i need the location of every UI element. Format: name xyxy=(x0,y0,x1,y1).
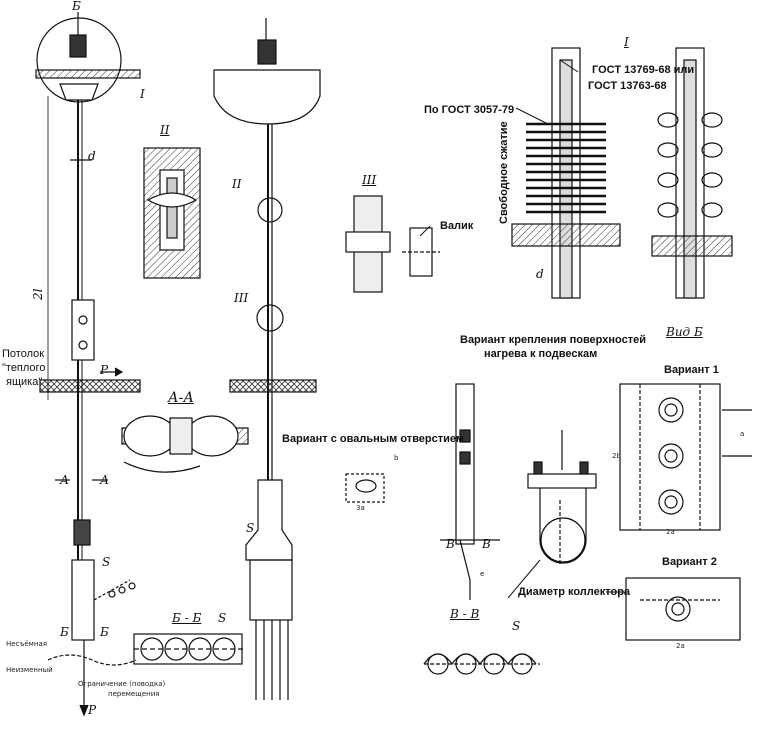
mark-s-vv: S xyxy=(512,619,521,633)
variant-2-label: Вариант 2 xyxy=(662,556,717,568)
dim-e: e xyxy=(480,570,485,578)
mark-s-mid: S xyxy=(246,521,255,535)
leader-lines xyxy=(419,59,626,599)
attach-variant-label-1: Вариант крепления поверхностей xyxy=(460,334,646,346)
collector-clamp xyxy=(527,430,597,566)
turnbuckle xyxy=(71,299,95,361)
section-vv xyxy=(423,653,540,675)
mark-detail-ii-header: II xyxy=(160,123,170,137)
detail-ii-marker xyxy=(257,197,283,223)
mark-p-top: P xyxy=(100,363,109,377)
warm-box-ceiling xyxy=(39,379,141,393)
roller-label: Валик xyxy=(440,220,474,232)
mark-section-aa: А-А xyxy=(168,390,194,406)
variant-1-drawing xyxy=(619,383,752,531)
tiny-note-4: перемещения xyxy=(108,690,160,698)
ceiling-label-line-2: "теплого xyxy=(2,362,46,374)
gost-spring-label: По ГОСТ 3057-79 xyxy=(424,104,515,116)
mark-v-left: В xyxy=(446,537,455,551)
middle-hanger xyxy=(213,18,321,700)
mark-b-low-right: Б xyxy=(100,625,109,639)
spring-detail xyxy=(511,47,733,299)
oval-hole-variant xyxy=(345,383,500,600)
dim-a: a xyxy=(740,430,745,438)
detail-ii xyxy=(143,147,201,279)
mark-b-low-left: Б xyxy=(60,625,69,639)
detail-iii-marker xyxy=(256,304,284,332)
dim-b: b xyxy=(394,454,399,462)
middle-plate xyxy=(249,559,293,621)
dim-3a: 3a xyxy=(356,504,365,512)
lower-plate xyxy=(71,559,95,641)
mark-h-length: 2l xyxy=(31,288,45,300)
section-aa xyxy=(121,415,249,473)
dim-2a: 2a xyxy=(666,528,675,536)
tiny-note-3: Ограничение (поводка) xyxy=(78,680,166,688)
oval-hole-label: Вариант с овальным отверстием xyxy=(282,433,465,445)
mark-section-bb: Б - Б xyxy=(172,611,202,625)
tiny-note-1: Несъёмная xyxy=(6,640,48,648)
pipe-cap xyxy=(213,69,321,125)
clamp xyxy=(73,519,91,546)
attach-variant-label-2: нагрева к подвескам xyxy=(484,348,598,360)
variant-1-label: Вариант 1 xyxy=(664,364,719,376)
mark-d-pipe: d xyxy=(88,149,96,163)
mark-s-bb: S xyxy=(218,611,227,625)
mark-p-bottom: P xyxy=(88,703,97,717)
mark-detail-iii-header: III xyxy=(362,173,377,187)
mark-section-vv: В - В xyxy=(450,607,480,621)
ceiling-label-line-1: Потолок xyxy=(2,348,45,360)
free-compression-label: Свободное сжатие xyxy=(498,121,510,224)
mark-detail-i-right: I xyxy=(624,35,629,49)
mark-a-left: А xyxy=(60,473,70,487)
dim-2a-low: 2a xyxy=(676,642,685,650)
detail-b-callout xyxy=(36,17,122,103)
mark-b-top: Б xyxy=(72,0,81,13)
mark-detail-i-left: I xyxy=(140,87,145,101)
view-b-label: Вид Б xyxy=(666,325,703,339)
dim-2b: 2b xyxy=(612,452,621,460)
left-hanger xyxy=(35,12,141,717)
collector-diameter-label: Диаметр коллектора xyxy=(518,586,631,598)
mark-detail-ii-mid: II xyxy=(232,177,242,191)
tiny-note-2: Неизменный xyxy=(6,666,53,674)
top-bracket xyxy=(59,83,99,101)
variant-2-drawing xyxy=(625,577,741,641)
mark-a-right: А xyxy=(100,473,110,487)
gost-tube-label-2: ГОСТ 13763-68 xyxy=(588,80,667,92)
top-nut xyxy=(69,34,87,58)
section-bb xyxy=(133,633,244,665)
ceiling-label-line-3: ящика" xyxy=(6,376,43,388)
mark-s-lo: S xyxy=(102,555,111,569)
detail-iii xyxy=(345,195,440,293)
mark-detail-iii-mid: III xyxy=(234,291,249,305)
mark-v-right: В xyxy=(482,537,491,551)
top-beam xyxy=(35,69,141,79)
mark-d-rod: d xyxy=(536,267,544,281)
gost-tube-label: ГОСТ 13769-68 или xyxy=(592,64,695,76)
